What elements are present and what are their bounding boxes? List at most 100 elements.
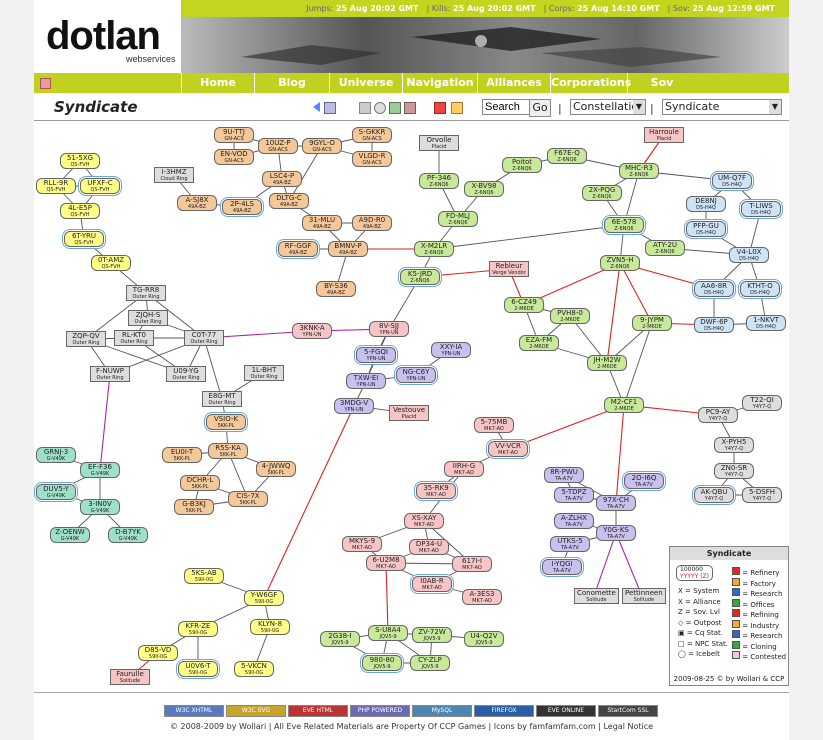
home-icon[interactable] — [40, 78, 51, 89]
pdf-icon[interactable] — [434, 102, 446, 114]
validator-badge[interactable]: W3C SVG — [226, 705, 286, 717]
list-icon[interactable] — [359, 102, 371, 114]
validator-badge[interactable]: EVE ONLINE — [536, 705, 596, 717]
globe-icon[interactable] — [374, 102, 386, 114]
view-select[interactable]: Constellatio▼ — [570, 99, 646, 115]
ccp-link[interactable]: CCP Games — [439, 722, 486, 731]
validator-badge[interactable]: FIREFOX — [474, 705, 534, 717]
go-button[interactable]: Go — [529, 99, 551, 117]
validator-badge[interactable]: W3C XHTML — [164, 705, 224, 717]
validator-badge[interactable]: EVE HTML — [288, 705, 348, 717]
validator-badge[interactable]: StartCom SSL — [598, 705, 658, 717]
region-select[interactable]: Syndicate▼ — [662, 99, 782, 115]
map-icon[interactable] — [324, 102, 336, 114]
nav-navigation[interactable]: Navigation — [402, 73, 477, 93]
eve-materials-link[interactable]: Eve Related Materials — [286, 722, 374, 731]
famfamfam-link[interactable]: famfamfam.com — [529, 722, 596, 731]
validator-badge[interactable]: PHP POWERED — [350, 705, 410, 717]
truck-icon[interactable] — [404, 102, 416, 114]
nav-corporations[interactable]: Corporations — [550, 73, 631, 93]
nav-sov-changes[interactable]: Sov Changes — [627, 73, 696, 109]
